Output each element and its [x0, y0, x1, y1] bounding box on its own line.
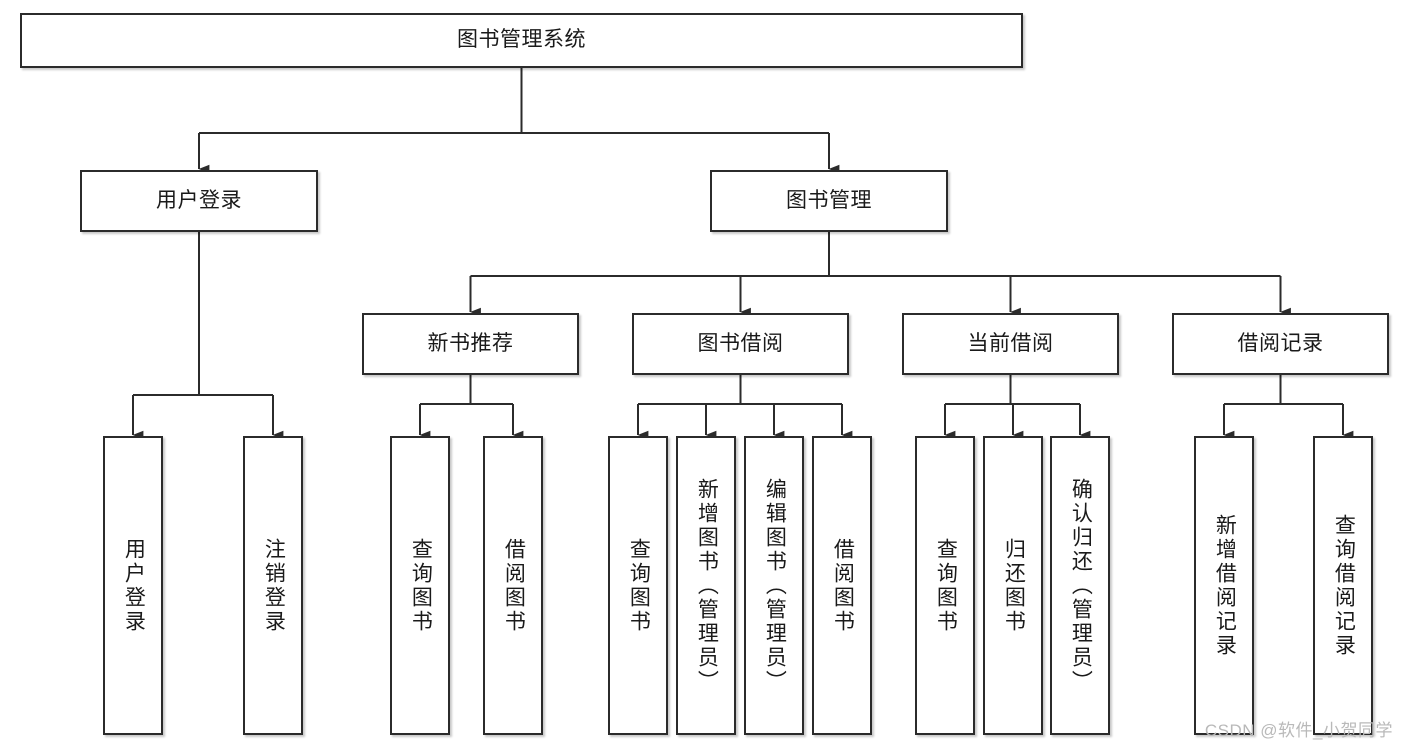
node-current[interactable]: 当前借阅: [902, 313, 1119, 375]
node-leaf-records-1[interactable]: 新增借阅记录: [1194, 436, 1254, 735]
node-label: 查询借阅记录: [1332, 513, 1356, 658]
node-leaf-borrow-1[interactable]: 查询图书: [608, 436, 668, 735]
node-bookmgmt[interactable]: 图书管理: [710, 170, 948, 232]
node-leaf-current-1[interactable]: 查询图书: [915, 436, 975, 735]
node-borrow[interactable]: 图书借阅: [632, 313, 849, 375]
node-leaf-newbook-2[interactable]: 借阅图书: [483, 436, 543, 735]
node-leaf-login-1[interactable]: 用户登录: [103, 436, 163, 735]
node-label: 查询图书: [934, 537, 958, 634]
node-leaf-login-2[interactable]: 注销登录: [243, 436, 303, 735]
node-label: 新增借阅记录: [1213, 513, 1237, 658]
node-label: 新增图书（管理员）: [695, 477, 719, 694]
node-leaf-newbook-1[interactable]: 查询图书: [390, 436, 450, 735]
node-label: 图书借阅: [697, 331, 784, 355]
node-leaf-borrow-3[interactable]: 编辑图书（管理员）: [744, 436, 804, 735]
node-label: 借阅图书: [502, 537, 526, 634]
node-root[interactable]: 图书管理系统: [20, 13, 1023, 68]
node-label: 图书管理: [786, 188, 872, 212]
node-leaf-current-2[interactable]: 归还图书: [983, 436, 1043, 735]
node-records[interactable]: 借阅记录: [1172, 313, 1389, 375]
node-label: 当前借阅: [967, 331, 1054, 355]
node-label: 借阅记录: [1237, 331, 1324, 355]
node-label: 借阅图书: [831, 537, 855, 634]
node-leaf-records-2[interactable]: 查询借阅记录: [1313, 436, 1373, 735]
node-label: 用户登录: [122, 537, 146, 634]
node-login[interactable]: 用户登录: [80, 170, 318, 232]
node-label: 用户登录: [156, 188, 242, 212]
node-label: 确认归还（管理员）: [1069, 477, 1093, 694]
node-newbook[interactable]: 新书推荐: [362, 313, 579, 375]
node-label: 编辑图书（管理员）: [763, 477, 787, 694]
node-label: 新书推荐: [427, 331, 514, 355]
edges: [131, 68, 1354, 440]
node-leaf-current-3[interactable]: 确认归还（管理员）: [1050, 436, 1110, 735]
node-label: 归还图书: [1002, 537, 1026, 634]
node-label: 图书管理系统: [457, 28, 586, 52]
node-leaf-borrow-4[interactable]: 借阅图书: [812, 436, 872, 735]
node-label: 注销登录: [262, 537, 286, 634]
node-leaf-borrow-2[interactable]: 新增图书（管理员）: [676, 436, 736, 735]
node-label: 查询图书: [409, 537, 433, 634]
node-label: 查询图书: [627, 537, 651, 634]
